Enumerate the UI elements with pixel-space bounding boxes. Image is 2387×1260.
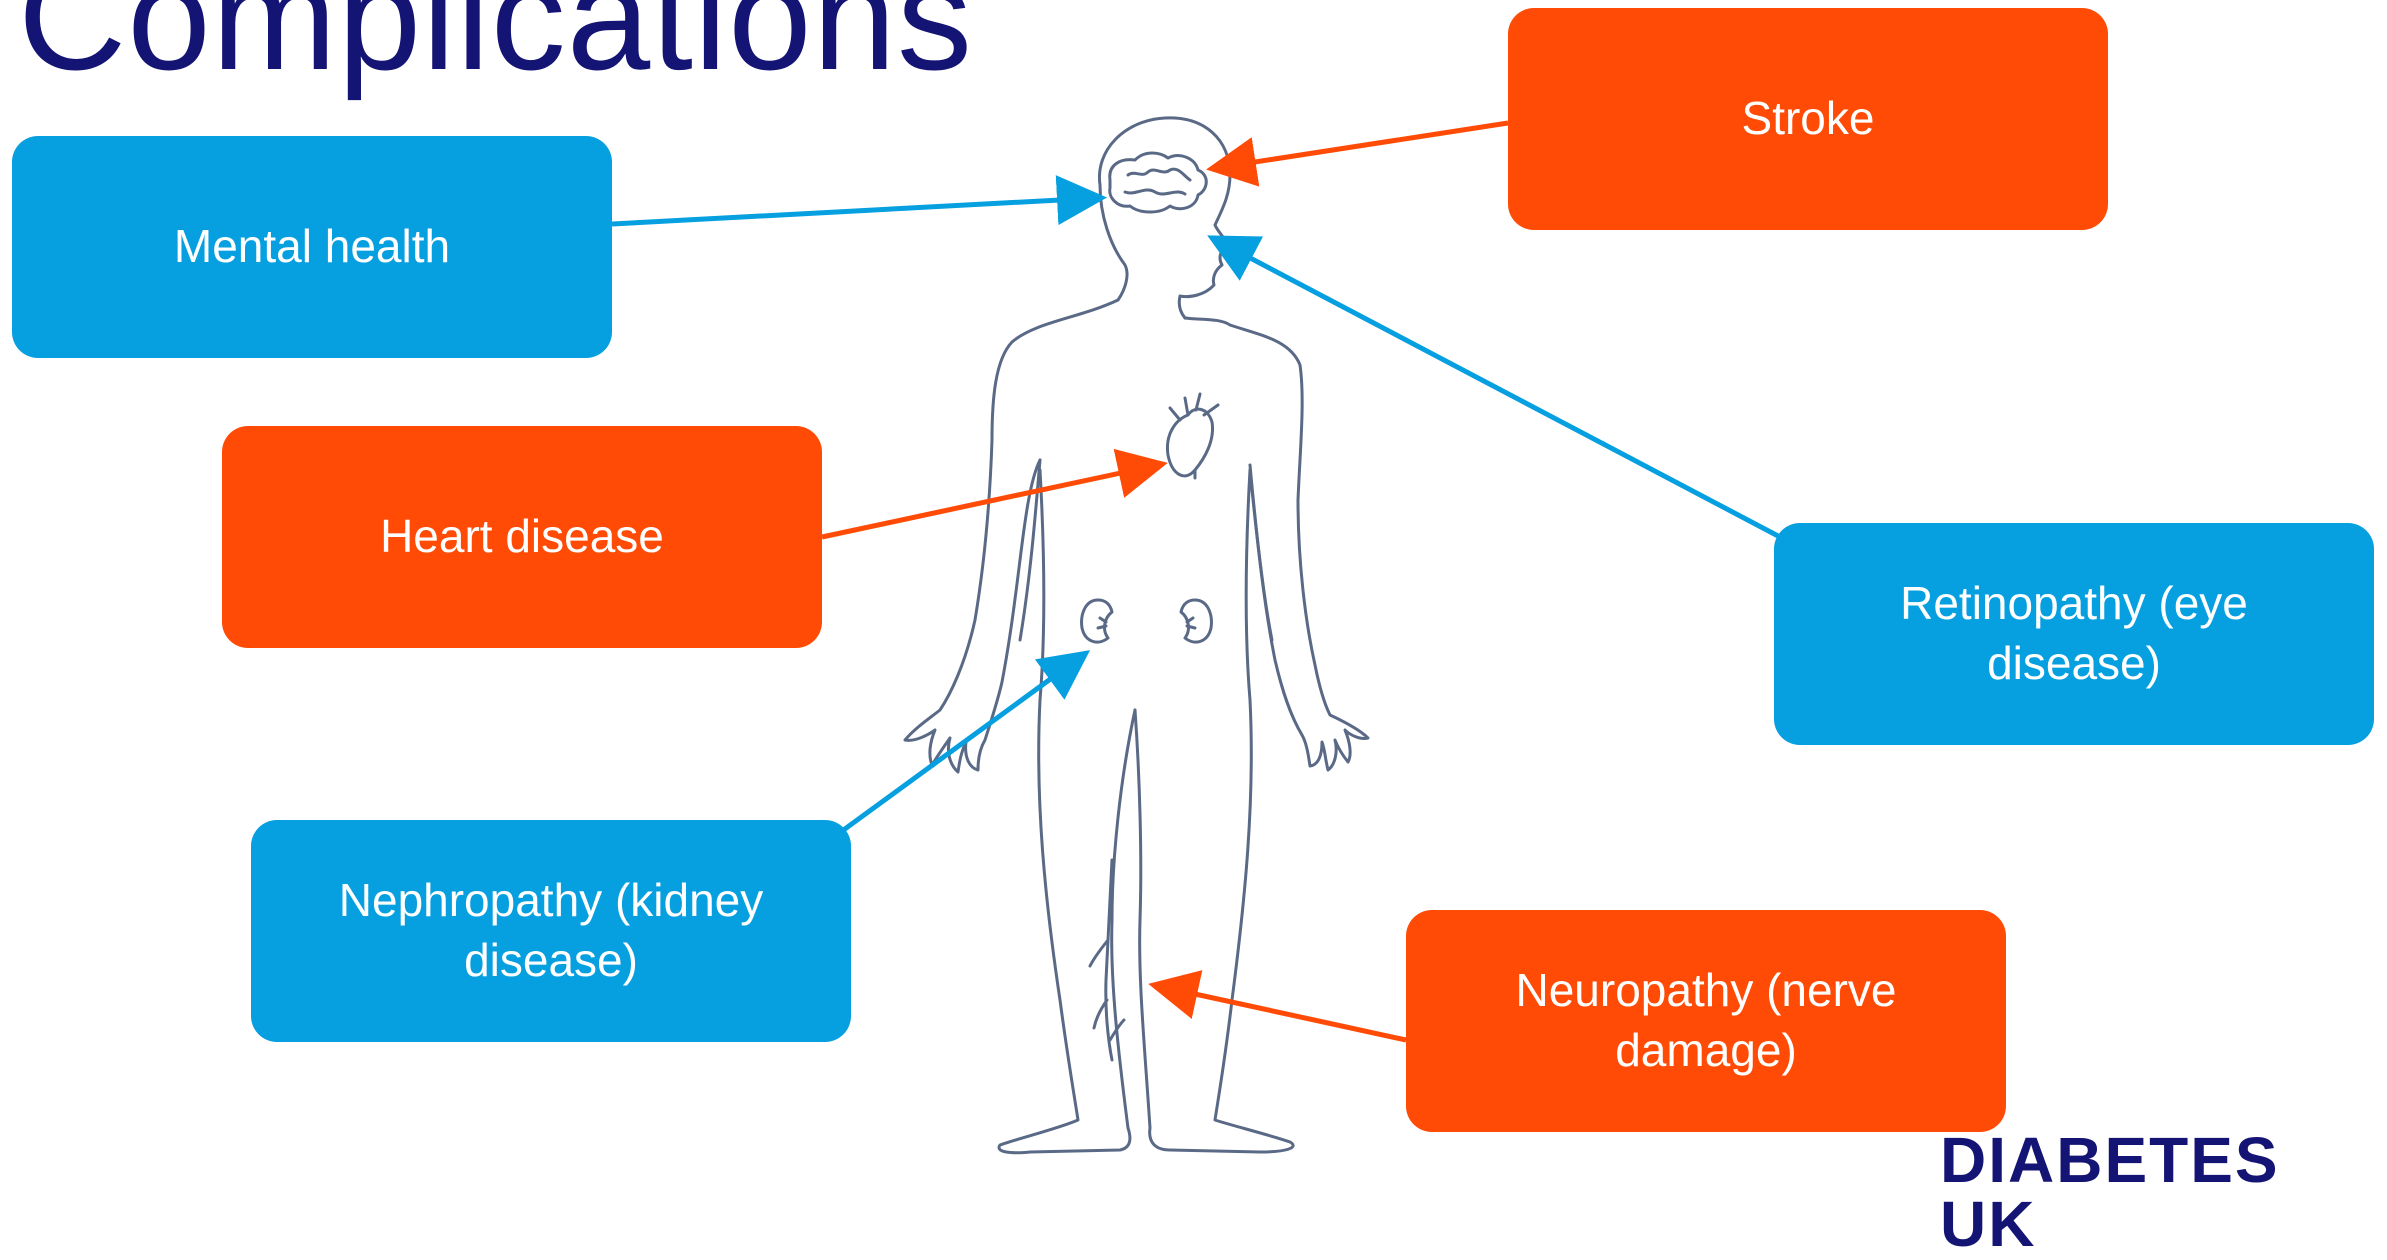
- inner-leg-outline: [1135, 470, 1293, 1152]
- neuropathy-box: Neuropathy (nerve damage): [1406, 910, 2006, 1132]
- diabetes-uk-logo: DIABETES UK: [1940, 1128, 2387, 1256]
- mental-health-label: Mental health: [174, 217, 450, 277]
- retinopathy-box: Retinopathy (eye disease): [1774, 523, 2374, 745]
- heart-organ: [1167, 394, 1218, 478]
- arrow-stroke: [1216, 123, 1508, 168]
- heart-disease-label: Heart disease: [380, 507, 664, 567]
- slide-title: Complications: [18, 0, 973, 92]
- kidney-left: [1082, 600, 1112, 642]
- arm-inner-right: [1250, 465, 1272, 640]
- arrow-neuropathy: [1158, 986, 1406, 1040]
- kidney-right: [1181, 600, 1211, 642]
- retinopathy-label: Retinopathy (eye disease): [1854, 574, 2294, 694]
- nephropathy-box: Nephropathy (kidney disease): [251, 820, 851, 1042]
- mental-health-box: Mental health: [12, 136, 612, 358]
- slide: Complications Stroke Mental health Heart…: [0, 0, 2387, 1156]
- stroke-label: Stroke: [1742, 89, 1875, 149]
- neuropathy-label: Neuropathy (nerve damage): [1486, 961, 1926, 1081]
- leg-nerve: [1090, 860, 1124, 1060]
- arrow-mental-health: [612, 198, 1097, 224]
- head-outline: [1099, 118, 1230, 318]
- arrow-nephropathy: [838, 656, 1082, 834]
- body-right-outline: [1185, 318, 1368, 770]
- heart-disease-box: Heart disease: [222, 426, 822, 648]
- body-left-outline: [905, 300, 1118, 772]
- nephropathy-label: Nephropathy (kidney disease): [316, 871, 786, 991]
- stroke-box: Stroke: [1508, 8, 2108, 230]
- brain-organ: [1110, 153, 1207, 212]
